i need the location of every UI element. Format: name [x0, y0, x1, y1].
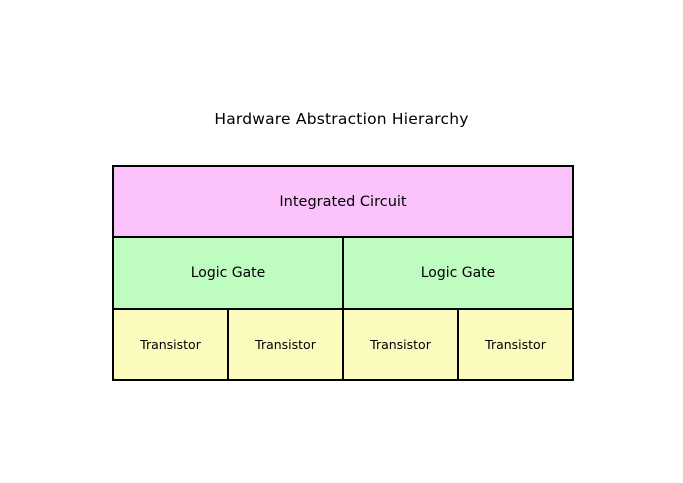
tier-transistor: Transistor Transistor Transistor Transis…	[114, 307, 572, 379]
node-integrated-circuit-1: Integrated Circuit	[114, 167, 572, 237]
node-logic-gate-2: Logic Gate	[342, 238, 572, 308]
node-logic-gate-1: Logic Gate	[114, 238, 342, 308]
tier-logic-gate: Logic Gate Logic Gate	[114, 236, 572, 308]
figure-title: Hardware Abstraction Hierarchy	[214, 110, 469, 128]
tier-integrated-circuit: Integrated Circuit	[114, 167, 572, 237]
node-transistor-1: Transistor	[114, 309, 227, 379]
node-transistor-4: Transistor	[457, 309, 572, 379]
node-transistor-2: Transistor	[227, 309, 342, 379]
hierarchy-diagram: Integrated Circuit Logic Gate Logic Gate…	[112, 165, 574, 381]
node-transistor-3: Transistor	[342, 309, 457, 379]
